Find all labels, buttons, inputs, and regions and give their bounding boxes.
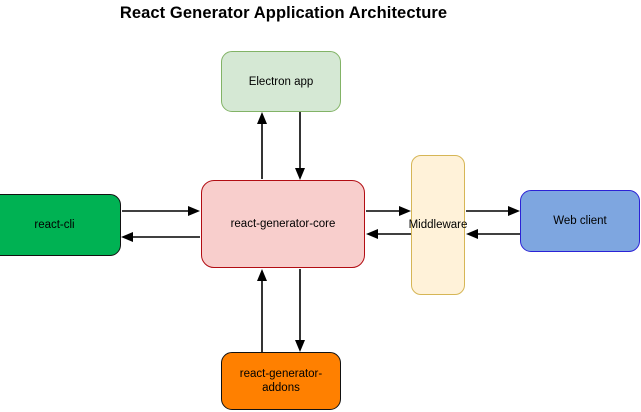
node-electron-app[interactable]: Electron app bbox=[221, 51, 341, 112]
node-react-generator-addons-label-line1: react-generator- bbox=[239, 368, 323, 380]
node-middleware[interactable]: Middleware bbox=[408, 155, 468, 295]
node-react-generator-core-label: react-generator-core bbox=[230, 218, 336, 230]
node-react-generator-addons-label-line2: addons bbox=[262, 382, 300, 394]
node-web-client[interactable]: Web client bbox=[520, 190, 640, 252]
node-react-cli-label: react-cli bbox=[34, 219, 75, 231]
page-title: React Generator Application Architecture bbox=[119, 4, 448, 22]
node-react-cli[interactable]: react-cli bbox=[0, 194, 121, 256]
node-web-client-label: Web client bbox=[553, 215, 607, 227]
node-react-generator-addons[interactable]: react-generator- addons bbox=[221, 352, 341, 410]
node-electron-app-label: Electron app bbox=[248, 75, 314, 88]
node-react-generator-core[interactable]: react-generator-core bbox=[201, 180, 365, 268]
node-middleware-label: Middleware bbox=[408, 219, 468, 231]
